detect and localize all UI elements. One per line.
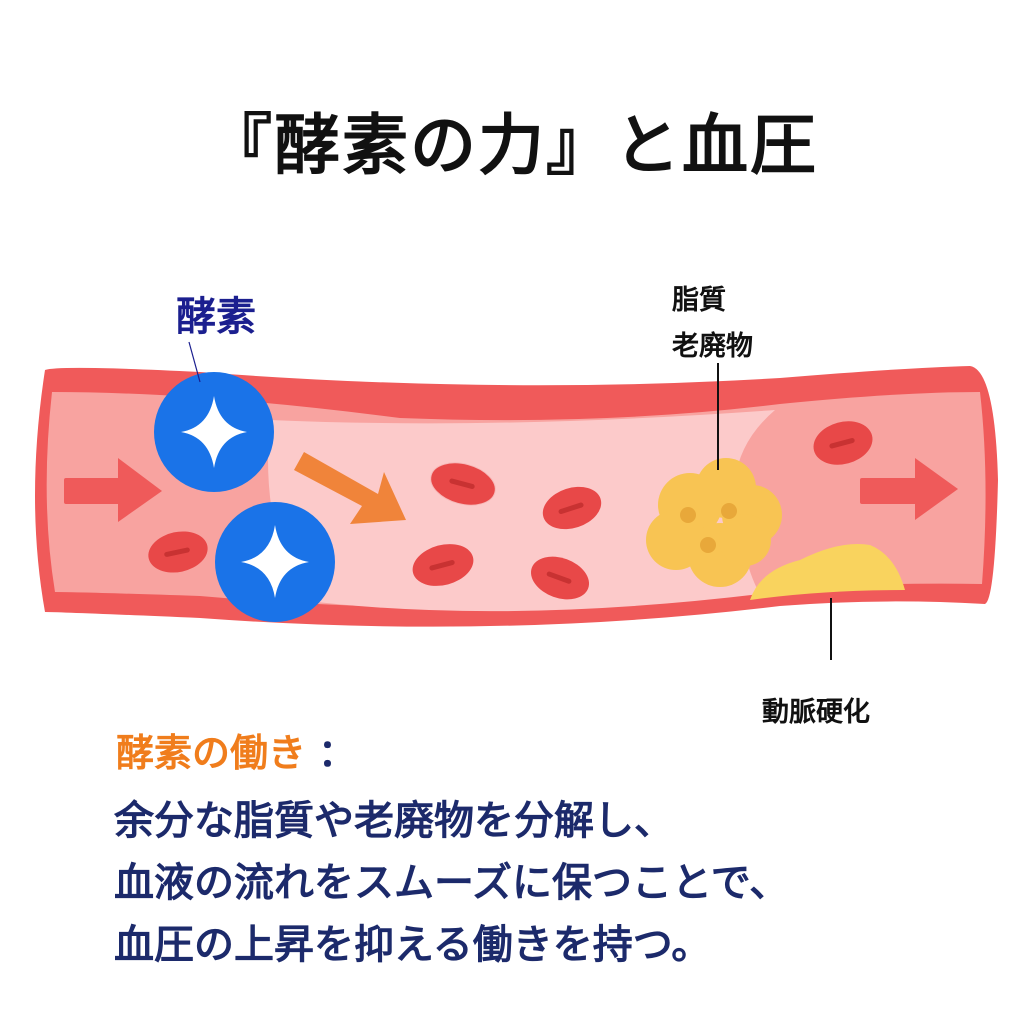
lipid-waste-label: 脂質 老廃物	[672, 278, 753, 370]
lipid-label-line1: 脂質	[672, 285, 726, 316]
flow-arrow-left-icon	[64, 458, 162, 522]
blood-cells	[148, 421, 873, 600]
description-line: 余分な脂質や老廃物を分解し、	[114, 798, 674, 844]
function-description: 余分な脂質や老廃物を分解し、 血液の流れをスムーズに保つことで、 血圧の上昇を抑…	[114, 790, 789, 976]
function-heading-text: 酵素の働き	[116, 731, 307, 775]
lipid-waste-blob	[646, 458, 782, 587]
enzyme-leader-line	[188, 341, 201, 383]
enzyme-sparkle-icon	[215, 502, 335, 622]
enzyme-label: 酵素	[176, 294, 256, 340]
lipid-label-line2: 老廃物	[672, 331, 753, 362]
function-heading: 酵素の働き：	[116, 722, 356, 777]
description-line: 血圧の上昇を抑える働きを持つ。	[114, 922, 712, 968]
description-line: 血液の流れをスムーズに保つことで、	[114, 860, 790, 906]
action-arrow-icon	[294, 452, 406, 524]
plaque-deposit	[750, 544, 905, 600]
enzyme-sparkle-icon	[154, 372, 274, 492]
page-title: 『酵素の力』と血圧	[206, 107, 818, 184]
flow-arrow-right-icon	[860, 458, 958, 520]
arteriosclerosis-label: 動脈硬化	[762, 697, 870, 728]
function-heading-colon: ：	[318, 731, 357, 775]
clear-flow-zone	[268, 410, 775, 612]
